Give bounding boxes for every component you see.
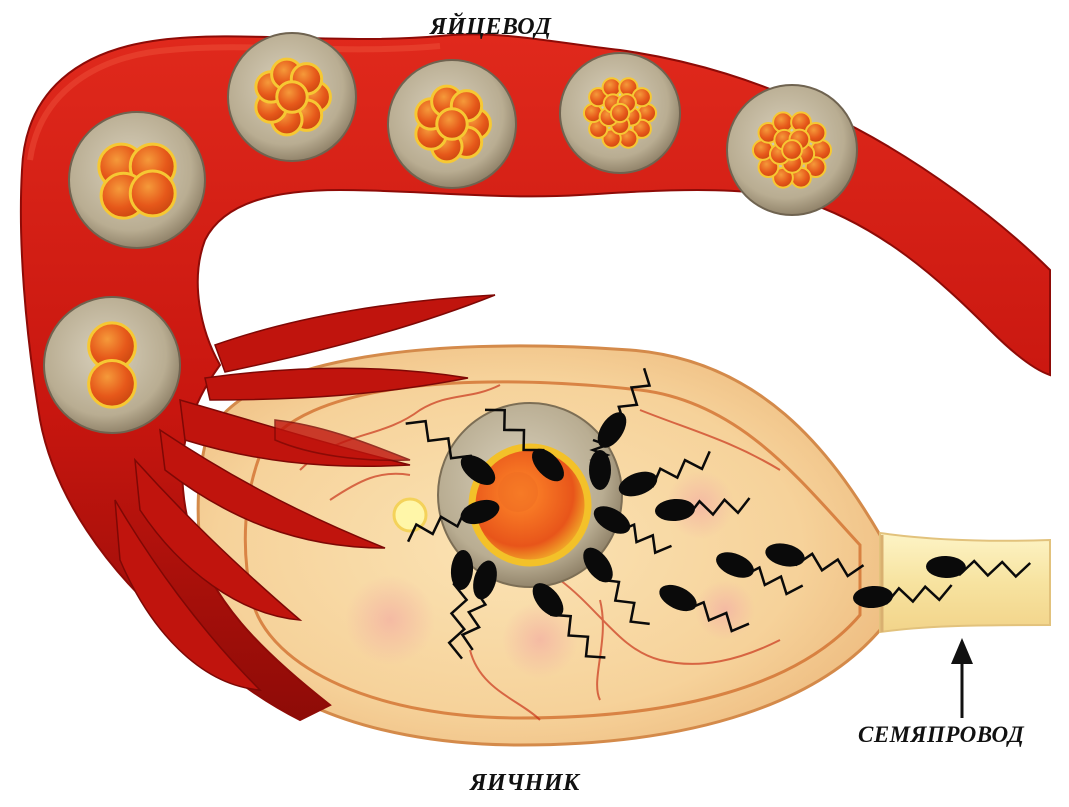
follicle-spot bbox=[695, 580, 755, 640]
follicle-spot bbox=[345, 575, 435, 665]
blastomere bbox=[437, 109, 467, 139]
embryo-4-cell bbox=[69, 112, 205, 248]
blastomere bbox=[782, 140, 802, 160]
vas-deferens-arrow bbox=[951, 638, 973, 718]
follicle-spot bbox=[502, 602, 578, 678]
embryo-8-cell bbox=[388, 60, 516, 188]
embryo-8-cell bbox=[228, 33, 356, 161]
blastomere bbox=[130, 171, 175, 216]
vas-deferens-label: СЕМЯПРОВОД bbox=[858, 722, 1024, 748]
ovary-label: ЯИЧНИК bbox=[470, 770, 580, 797]
embryo-2-cell bbox=[44, 297, 180, 433]
oviduct-label: ЯЙЦЕВОД bbox=[430, 14, 551, 41]
blastomere bbox=[611, 104, 629, 122]
blastomere bbox=[277, 82, 307, 112]
embryo-16-cell bbox=[560, 53, 680, 173]
blastomere bbox=[89, 361, 136, 408]
sperm-head bbox=[589, 450, 611, 490]
vas-deferens bbox=[880, 533, 1050, 632]
embryo-16-cell bbox=[727, 85, 857, 215]
